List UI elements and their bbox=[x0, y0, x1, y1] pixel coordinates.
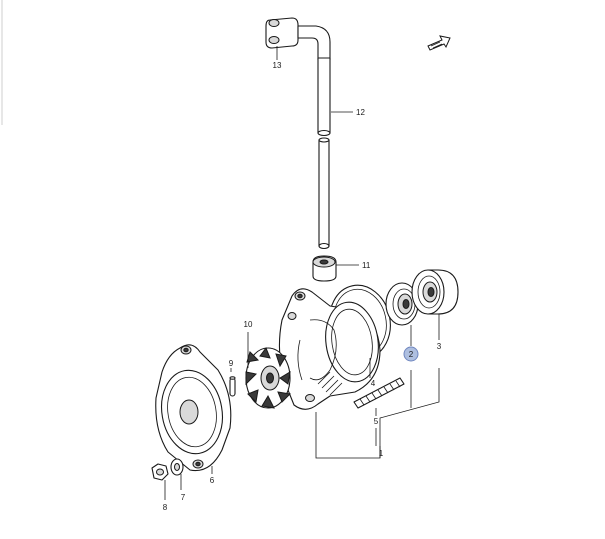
part-12-water-tube[interactable] bbox=[317, 57, 331, 250]
part-10-impeller[interactable] bbox=[245, 346, 292, 409]
part-2-bearing[interactable] bbox=[385, 282, 419, 326]
part-5-stud-bolt[interactable] bbox=[353, 377, 405, 409]
part-13-hose-fitting[interactable] bbox=[265, 17, 331, 61]
highlight-marker bbox=[403, 346, 419, 362]
part-7-washer[interactable] bbox=[170, 458, 184, 476]
callout-5: 5 bbox=[374, 417, 379, 426]
callout-9: 9 bbox=[229, 359, 234, 368]
callouts: 13 12 11 10 9 4 5 2 3 1 6 7 8 bbox=[163, 61, 442, 512]
callout-10: 10 bbox=[244, 320, 253, 329]
callout-8: 8 bbox=[163, 503, 168, 512]
part-8-nut[interactable] bbox=[151, 463, 169, 481]
part-9-pin[interactable] bbox=[229, 376, 236, 397]
part-3-bearing[interactable] bbox=[411, 269, 459, 315]
callout-6: 6 bbox=[210, 476, 215, 485]
callout-12: 12 bbox=[356, 108, 365, 117]
callout-11: 11 bbox=[362, 261, 371, 270]
part-6-pump-cover[interactable] bbox=[155, 344, 232, 472]
part-11-grommet[interactable] bbox=[312, 255, 337, 282]
callout-13: 13 bbox=[273, 61, 282, 70]
callout-2: 2 bbox=[409, 350, 414, 359]
callout-7: 7 bbox=[181, 493, 186, 502]
front-arrow-icon bbox=[427, 35, 451, 51]
pump-housing[interactable] bbox=[278, 288, 383, 410]
leader-lines bbox=[164, 46, 440, 500]
callout-4: 4 bbox=[371, 379, 376, 388]
callout-3: 3 bbox=[437, 342, 442, 351]
callout-1: 1 bbox=[379, 449, 384, 458]
